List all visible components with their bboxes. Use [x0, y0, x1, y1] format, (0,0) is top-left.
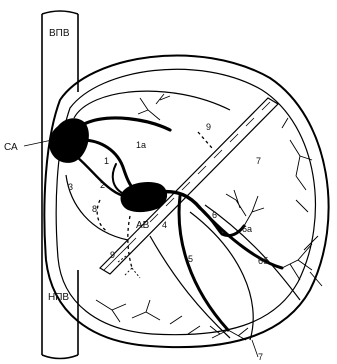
label-1: 1 — [104, 156, 109, 166]
label-7-top: 7 — [256, 156, 261, 166]
label-4: 4 — [162, 220, 167, 230]
label-6: 6 — [212, 210, 217, 220]
label-svc: ВПВ — [49, 28, 70, 39]
label-av: АВ — [136, 220, 150, 231]
label-3: 3 — [68, 182, 73, 192]
label-sa: СА — [4, 142, 18, 153]
label-9-top: 9 — [206, 122, 211, 132]
label-7-bottom: 7 — [258, 352, 263, 362]
label-5: 5 — [188, 254, 193, 264]
label-8: 8 — [92, 204, 97, 214]
label-1a: 1а — [136, 140, 146, 150]
label-2: 2 — [100, 180, 105, 190]
accessory-branches — [118, 256, 140, 278]
septum — [100, 98, 278, 274]
heart-outline — [44, 55, 328, 347]
label-9-bottom: 9 — [110, 250, 115, 260]
ventricle-walls — [150, 205, 300, 340]
label-6b: 6б — [258, 256, 268, 266]
label-6a: 6а — [242, 224, 252, 234]
label-ivc: НПВ — [48, 292, 69, 303]
